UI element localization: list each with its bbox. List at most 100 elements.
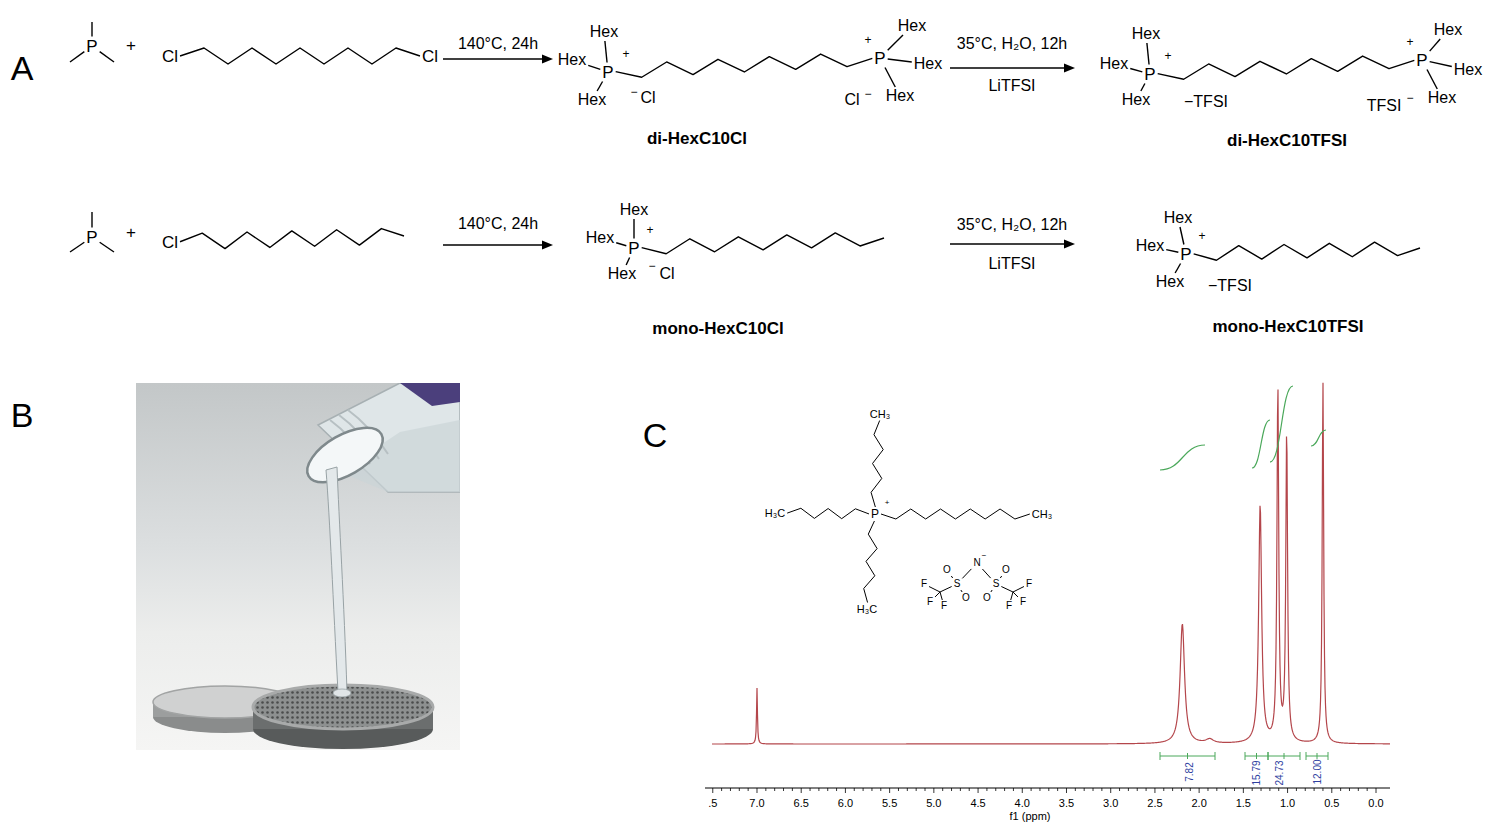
atom-label: Cl <box>162 234 178 251</box>
axis-tick <box>1287 788 1288 793</box>
counter-ion: −TFSI <box>1208 278 1252 294</box>
atom-label: P <box>1144 66 1155 83</box>
atom-label: S <box>993 579 1000 589</box>
liquid-stream <box>326 467 347 692</box>
axis-tick <box>730 788 731 791</box>
atom-label: F <box>1026 579 1032 589</box>
bond-line <box>1147 43 1149 65</box>
integral-curve <box>1270 386 1293 462</box>
atom-label: Cl <box>162 48 178 65</box>
bond-line <box>1013 592 1018 597</box>
axis-tick-label: 2.0 <box>1191 798 1206 809</box>
axis-tick <box>1101 788 1102 791</box>
axis-tick <box>1163 788 1164 791</box>
charge-sign: − <box>864 88 871 100</box>
bond-line <box>1001 587 1013 592</box>
substituent: Hex <box>1132 26 1160 42</box>
atom-label: P <box>628 240 639 257</box>
bond-line <box>100 242 114 252</box>
substituent: Hex <box>1122 92 1150 108</box>
axis-tick <box>1066 788 1067 793</box>
photo-background <box>136 383 460 750</box>
bond-line <box>1194 242 1420 260</box>
axis-tick <box>1234 788 1235 791</box>
axis-tick <box>951 788 952 791</box>
integration-value: 12.00 <box>1313 759 1323 784</box>
axis-tick <box>774 788 775 791</box>
axis-tick <box>925 788 926 791</box>
charge-sign: + <box>1406 36 1413 48</box>
substituent: Hex <box>558 52 586 68</box>
axis-tick <box>871 788 872 791</box>
bond-line <box>940 592 942 600</box>
reaction-condition: 35°C, H₂O, 12h <box>957 217 1067 233</box>
bond-line <box>1427 70 1437 90</box>
bond-line <box>70 242 84 252</box>
atom-label: P <box>602 64 613 81</box>
axis-tick <box>765 788 766 791</box>
bond-line <box>1013 587 1024 592</box>
bond-line <box>935 592 940 597</box>
axis-tick <box>1110 788 1111 793</box>
panel-letter: A <box>11 51 34 85</box>
panel-letter: C <box>643 418 668 452</box>
compound-name: di-HexC10Cl <box>647 130 747 147</box>
bond-line <box>1011 592 1013 600</box>
axis-tick <box>827 788 828 791</box>
spectrum-trace <box>712 383 1390 744</box>
axis-tick-label: 7.0 <box>749 798 764 809</box>
compound-name: di-HexC10TFSI <box>1227 132 1347 149</box>
reaction-arrow <box>950 67 1067 68</box>
axis-tick <box>1146 788 1147 791</box>
bond-line <box>100 52 114 62</box>
axis-tick <box>836 788 837 791</box>
bond-line <box>888 59 912 62</box>
substituent: Hex <box>586 230 614 246</box>
bond-line <box>91 212 92 228</box>
bond-line <box>940 587 952 592</box>
bond-line <box>885 68 895 88</box>
axis-tick <box>1305 788 1306 791</box>
charge-sign: − <box>1406 92 1413 104</box>
reaction-condition: 140°C, 24h <box>458 216 538 232</box>
axis-tick <box>1199 788 1200 793</box>
vial-mouth <box>299 417 392 494</box>
axis-tick <box>801 788 802 793</box>
axis-tick-label: 4.5 <box>970 798 985 809</box>
integration-value: 7.82 <box>1185 762 1195 781</box>
atom-label: F <box>927 597 933 607</box>
substituent: Hex <box>914 56 942 72</box>
axis-tick <box>712 788 713 793</box>
bond-line <box>1158 56 1415 79</box>
atom-label: O <box>943 565 951 575</box>
integration-value: 15.79 <box>1252 760 1262 785</box>
integration-bracket <box>1245 752 1268 760</box>
substituent: Hex <box>1434 22 1462 38</box>
axis-tick <box>1137 788 1138 791</box>
axis-tick <box>1154 788 1155 793</box>
charge-sign: − <box>648 260 655 272</box>
axis-tick <box>1252 788 1253 791</box>
axis-tick-label: 5.5 <box>882 798 897 809</box>
bond-line <box>1430 62 1452 67</box>
axis-tick <box>1376 788 1377 793</box>
panel-letter: B <box>11 398 34 432</box>
arrow-head <box>1064 64 1075 73</box>
axis-tick <box>898 788 899 791</box>
axis-tick <box>1340 788 1341 791</box>
axis-tick <box>960 788 961 791</box>
arrow-head <box>542 241 553 250</box>
counter-ion: TFSI <box>1367 98 1402 114</box>
plus-sign: + <box>126 224 136 241</box>
bond-line <box>1180 227 1184 245</box>
axis-tick <box>1269 788 1270 791</box>
axis-tick <box>756 788 757 793</box>
axis-tick <box>1039 788 1040 791</box>
axis-tick-label: 4.0 <box>1015 798 1030 809</box>
bond-line <box>962 569 971 578</box>
axis-tick <box>1278 788 1279 791</box>
bond-line <box>991 590 992 592</box>
vial-cap <box>400 383 460 406</box>
substituent: Hex <box>1454 62 1482 78</box>
